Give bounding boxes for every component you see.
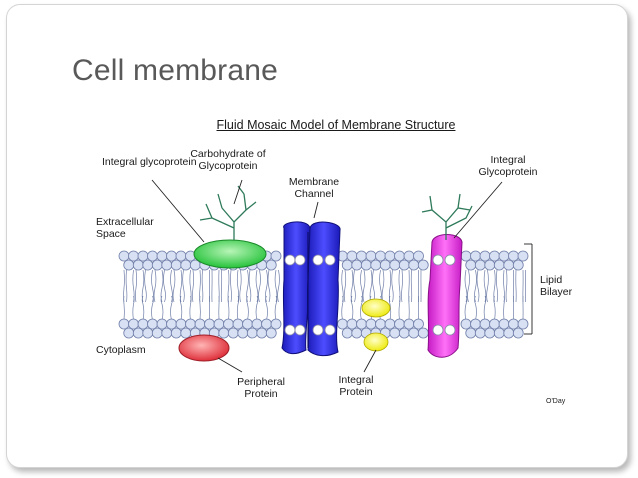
integral-glycoprotein-left-protein — [193, 239, 267, 269]
label-lipid-bilayer: Lipid Bilayer — [540, 274, 573, 298]
label-cytoplasm: Cytoplasm — [96, 344, 146, 356]
membrane-illustration — [118, 179, 533, 373]
credit-label: O'Day — [546, 398, 566, 405]
label-membrane-channel: Membrane Channel — [288, 176, 340, 200]
diagram-title: Fluid Mosaic Model of Membrane Structure — [216, 118, 456, 132]
label-extracellular-space: Extracellular Space — [96, 216, 154, 240]
carbohydrate-chain-right — [421, 193, 473, 240]
label-peripheral-protein: Peripheral Protein — [237, 376, 285, 400]
membrane-channel-protein — [281, 221, 341, 357]
label-integral-glycoprotein-right: Integral Glycoprotein — [478, 154, 538, 178]
membrane-diagram: Fluid Mosaic Model of Membrane Structure — [94, 110, 578, 410]
integral-protein-shape — [361, 298, 391, 318]
carbohydrate-chain-left — [199, 185, 257, 240]
protein-bead-rows — [284, 254, 456, 336]
label-integral-protein: Integral Protein — [338, 374, 374, 398]
leader-lines — [151, 179, 533, 373]
slide-title: Cell membrane — [72, 54, 279, 87]
peripheral-protein-shape — [178, 334, 230, 362]
label-carbohydrate: Carbohydrate of Glycoprotein — [190, 148, 266, 172]
label-integral-glycoprotein-left: Integral glycoprotein — [102, 156, 197, 168]
integral-glycoprotein-right-protein — [427, 234, 463, 358]
